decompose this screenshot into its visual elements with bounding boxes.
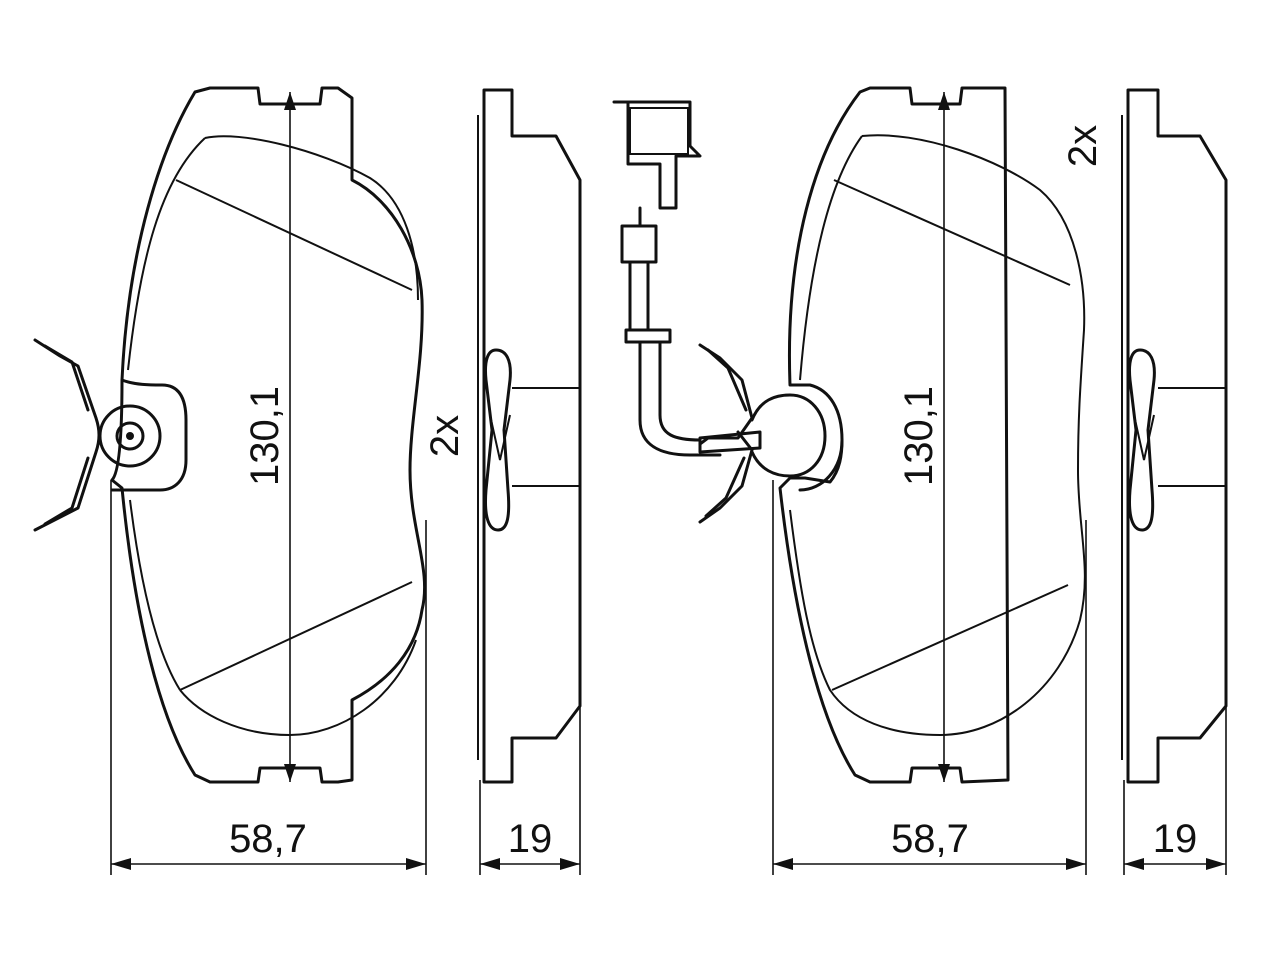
- left-height-dimension: [284, 92, 296, 782]
- left-width-dimension: [110, 480, 427, 875]
- right-quantity-label: 2x: [1061, 125, 1105, 167]
- left-spring-clip: [33, 338, 162, 532]
- right-pad-front-view: [778, 86, 1086, 784]
- left-quantity-label: 2x: [423, 415, 467, 457]
- right-thickness-dimension: [1123, 700, 1227, 875]
- left-thickness-dimension: [479, 700, 581, 875]
- right-thickness-label: 19: [1153, 817, 1198, 861]
- left-pad-front-view: [110, 86, 427, 784]
- right-spring-clip: [698, 343, 827, 524]
- wear-sensor: [612, 100, 722, 457]
- right-width-dimension: [772, 480, 1087, 875]
- left-thickness-label: 19: [508, 817, 553, 861]
- left-pad-side-view: [477, 88, 582, 784]
- right-width-label: 58,7: [891, 817, 969, 861]
- right-pad-side-view: [1121, 88, 1228, 784]
- right-height-dimension: [938, 92, 950, 782]
- right-height-label: 130,1: [897, 386, 941, 486]
- left-height-label: 130,1: [243, 386, 287, 486]
- left-width-label: 58,7: [229, 817, 307, 861]
